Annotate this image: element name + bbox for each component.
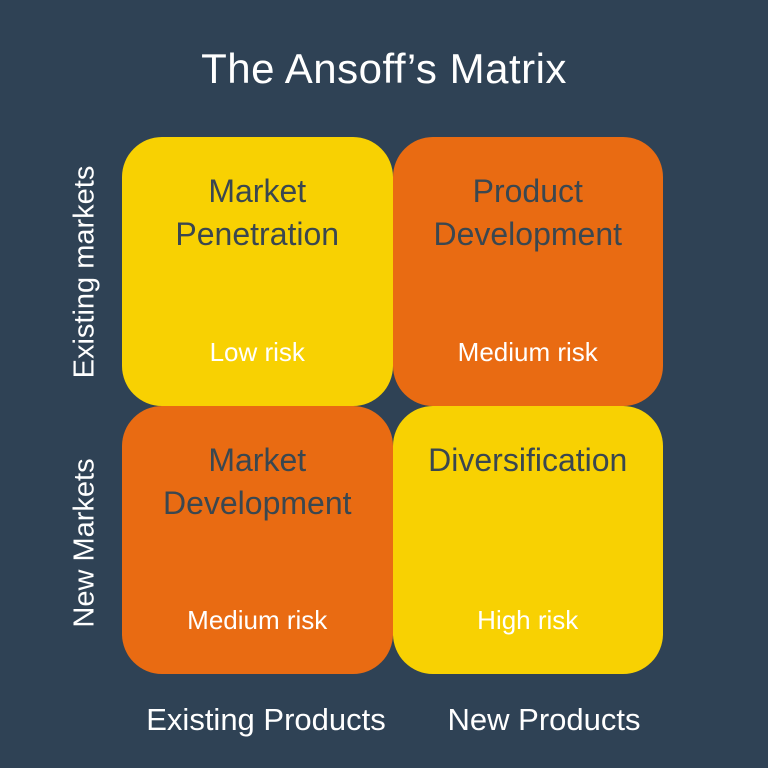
quadrant-title: Market Penetration bbox=[175, 173, 340, 252]
page-title: The Ansoff’s Matrix bbox=[201, 45, 567, 92]
x-axis-label-new-products: New Products bbox=[447, 702, 641, 737]
quadrant-diversification: Diversification High risk bbox=[392, 405, 663, 674]
quadrant-title: Market Development bbox=[162, 441, 352, 521]
quadrant-risk-label: Low risk bbox=[209, 336, 305, 367]
quadrant-market-development: Market Development Medium risk bbox=[122, 405, 393, 674]
quadrant-product-development: Product Development Medium risk bbox=[392, 137, 663, 406]
quadrant-market-penetration: Market Penetration Low risk bbox=[122, 137, 393, 406]
quadrant-risk-label: High risk bbox=[477, 605, 579, 635]
quadrant-risk-label: Medium risk bbox=[457, 336, 598, 367]
ansoff-matrix: Market Penetration Low risk Product Deve… bbox=[122, 137, 663, 674]
quadrant-title: Product Development bbox=[433, 173, 623, 252]
y-axis-label-new-markets: New Markets bbox=[68, 458, 101, 628]
y-axis-label-existing-markets: Existing markets bbox=[68, 165, 101, 379]
x-axis-label-existing-products: Existing Products bbox=[146, 702, 386, 737]
quadrant-title: Diversification bbox=[428, 441, 628, 478]
quadrant-risk-label: Medium risk bbox=[187, 605, 328, 635]
